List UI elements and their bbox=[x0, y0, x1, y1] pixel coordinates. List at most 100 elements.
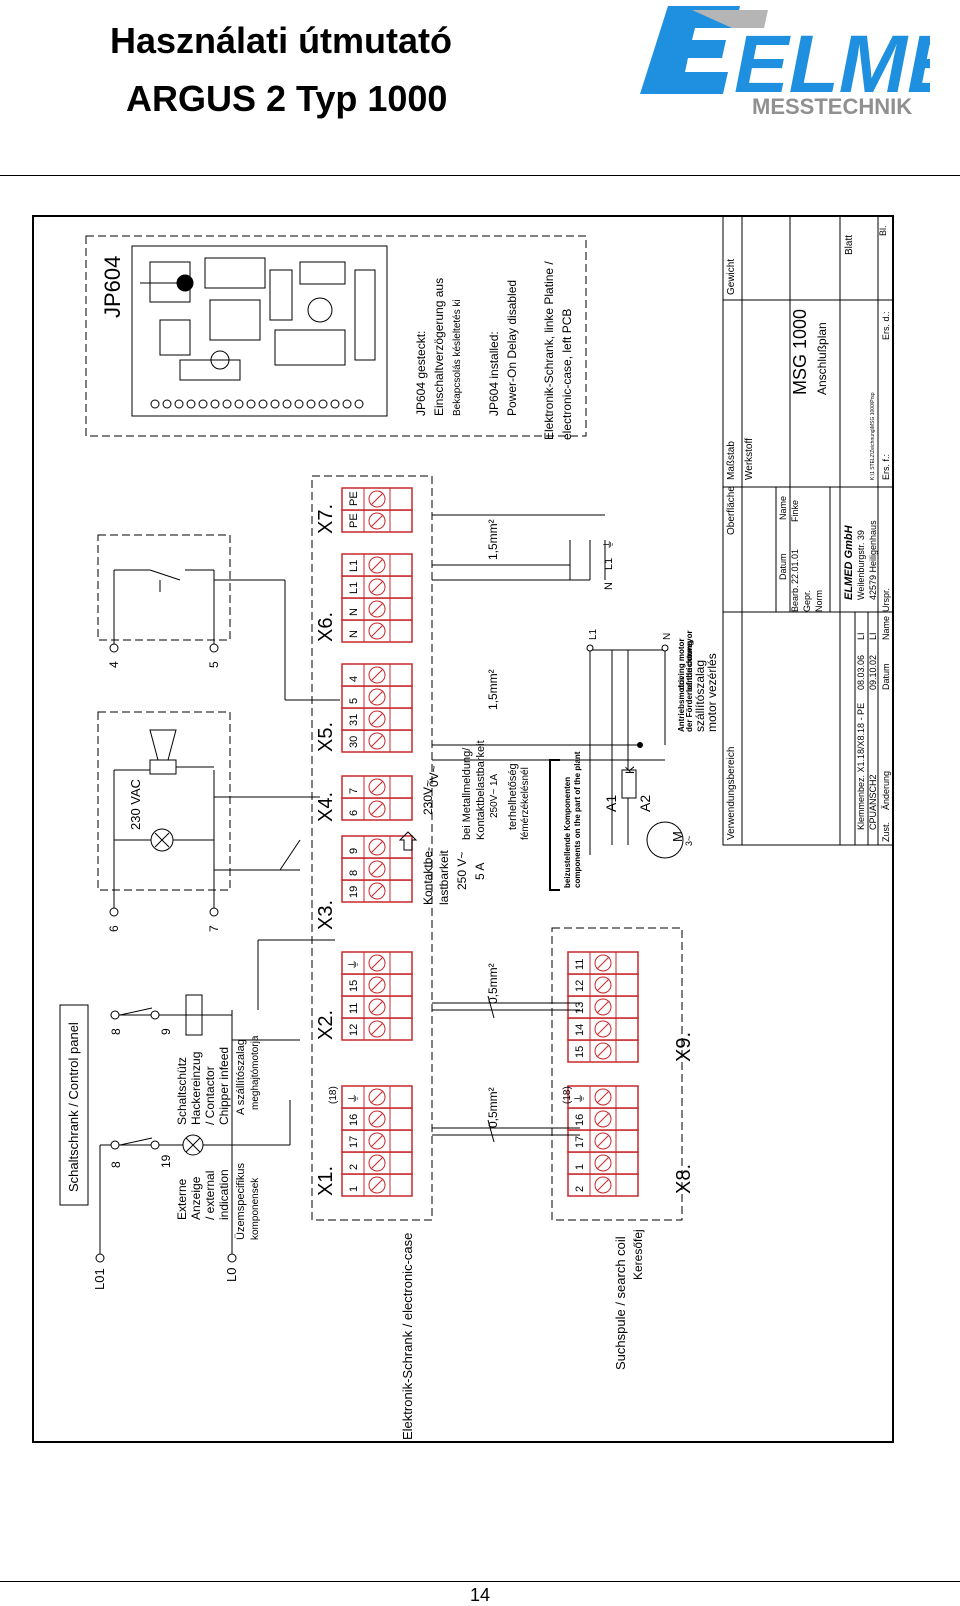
pcb-terminal-row bbox=[150, 399, 364, 409]
terminal-x2-4: ⏚ bbox=[341, 951, 413, 975]
motor-k: K bbox=[623, 766, 637, 774]
terminal-x4-1: 6 bbox=[341, 797, 413, 821]
relay-5: 250V~ 1A bbox=[489, 773, 500, 818]
terminal-x8-5: ⏚ bbox=[567, 1085, 639, 1109]
pcb-terminal bbox=[210, 399, 220, 409]
block-labels: X1. X2. X3. X4. X5. X6. X7. X8. X9. (18)… bbox=[315, 504, 695, 1196]
switch-box bbox=[97, 534, 231, 641]
relay-3: bei Metallmeldung/ bbox=[461, 747, 473, 840]
relay-rating: 230V~ 0V~ bei Metallmeldung/ Kontaktbela… bbox=[421, 740, 531, 840]
tb-material: Werkstoff bbox=[744, 438, 755, 480]
terminal-label: N bbox=[348, 608, 360, 616]
terminal-label: 12 bbox=[348, 1024, 360, 1036]
contact-rating-2: lastbarkeit bbox=[437, 850, 451, 905]
block-id-x5: X5. bbox=[315, 722, 337, 752]
pcb-terminal bbox=[174, 399, 184, 409]
terminal-label: 13 bbox=[574, 1002, 586, 1014]
title-block bbox=[722, 215, 894, 846]
terminal-x7-1: PE bbox=[341, 509, 413, 533]
control-panel-label: Schaltschrank / Control panel bbox=[66, 1022, 81, 1192]
jp604-box bbox=[85, 235, 587, 437]
jp604-label: JP604 bbox=[100, 256, 125, 318]
pcb-terminal bbox=[258, 399, 268, 409]
terminal-label: 9 bbox=[348, 848, 360, 854]
title-block-text: Verwendungsbereich Oberfläche Maßstab We… bbox=[726, 225, 891, 842]
tb-company: ELMED GmbH bbox=[843, 524, 855, 600]
tb-path: K:\1 STELZ\Zeichnung\MSG 1000\Prsp bbox=[870, 392, 876, 480]
terminal-x6-2: N bbox=[341, 597, 413, 621]
terminal-x3-2: 8 bbox=[341, 857, 413, 881]
terminal-label: 19 bbox=[348, 886, 360, 898]
terminal-x9-5: 11 bbox=[567, 951, 639, 975]
footer-rule bbox=[0, 1581, 960, 1582]
panel-term-7: 7 bbox=[207, 925, 221, 932]
ext-ind-1: Externe bbox=[175, 1178, 189, 1220]
terminal-x8-4: 16 bbox=[567, 1107, 639, 1131]
terminal-label: L1 bbox=[348, 582, 360, 594]
relay-2: 0V~ bbox=[427, 765, 441, 787]
power-l1-a: L1 bbox=[588, 628, 599, 640]
block-note-x8: (18) bbox=[562, 1086, 573, 1104]
terminal-label: 7 bbox=[348, 788, 360, 794]
tb-change1-name: LI bbox=[856, 632, 866, 640]
tb-row3-label: Norm bbox=[814, 590, 824, 612]
tb-drawing-name: Anschlußplan bbox=[815, 322, 829, 395]
terminal-x5-1: 30 bbox=[341, 729, 413, 753]
jp-note-5: Power-On Delay disabled bbox=[505, 280, 519, 416]
terminal-x6-1: N bbox=[341, 619, 413, 643]
conveyor-motor-1: A szállítószalag bbox=[235, 1039, 247, 1115]
drive-motor-text: Antriebsmotor der Förderbandrichtung dri… bbox=[677, 630, 719, 732]
drive-5: szállítószalag bbox=[693, 660, 707, 732]
pcb-terminal bbox=[306, 399, 316, 409]
tb-row2-label: Gepr. bbox=[802, 590, 812, 612]
arrow-icon bbox=[398, 831, 418, 851]
motor-a1: A1 bbox=[603, 795, 619, 812]
conveyor-motor-2: meghajtómotorja bbox=[250, 1035, 261, 1110]
terminal-x2-1: 12 bbox=[341, 1017, 413, 1041]
ext-ind-3: / external bbox=[203, 1171, 217, 1220]
pcb-terminal bbox=[282, 399, 292, 409]
terminal-label: 17 bbox=[574, 1136, 586, 1148]
terminal-label: 2 bbox=[574, 1186, 586, 1192]
page-number: 14 bbox=[469, 1585, 491, 1605]
tb-change-head-name: Name bbox=[881, 616, 891, 640]
tb-company-city: 42579 Heiligenhaus bbox=[868, 520, 878, 600]
tb-sheet-of: Bl. bbox=[878, 225, 888, 236]
terminal-label: 14 bbox=[574, 1024, 586, 1036]
mains-input bbox=[432, 514, 606, 581]
horn-lamp-box bbox=[97, 711, 231, 891]
tb-change1: Klemmenbez. X1.18/X8.18 - PE bbox=[856, 703, 866, 830]
tb-use: Verwendungsbereich bbox=[726, 747, 737, 840]
wire-size-3: 1,5mm² bbox=[486, 669, 500, 710]
supply-l01: L01 bbox=[92, 1268, 107, 1290]
terminal-x1-3: 17 bbox=[341, 1129, 413, 1153]
panel-terminals: 8 8 9 19 bbox=[109, 1007, 173, 1168]
terminal-label: 5 bbox=[348, 698, 360, 704]
elmed-logo: ELMED MESSTECHNIK bbox=[640, 6, 930, 119]
plant-side-2: components on the part of the plant bbox=[573, 751, 582, 888]
jp-note-2: Einschaltverzögerung aus bbox=[432, 278, 446, 416]
terminal-blocks: 121716⏚121115⏚198967303154NNL1L1PEPE2117… bbox=[341, 487, 639, 1197]
header-rule bbox=[0, 175, 960, 176]
relay-6: terhelhetőség bbox=[507, 763, 519, 830]
terminal-label: 15 bbox=[574, 1046, 586, 1058]
voltage-230: 230 VAC bbox=[128, 779, 143, 830]
panel-term-8a: 8 bbox=[109, 1161, 123, 1168]
panel-term-4: 4 bbox=[107, 661, 121, 668]
block-note-x1: (18) bbox=[328, 1086, 339, 1104]
pcb-terminal bbox=[342, 399, 352, 409]
terminal-label: 17 bbox=[348, 1136, 360, 1148]
tb-zust: Zust. bbox=[881, 822, 891, 842]
tb-sheet: Blatt bbox=[844, 235, 855, 255]
plant-side-bracket bbox=[549, 759, 560, 891]
terminal-label: ⏚ bbox=[573, 1093, 586, 1104]
motor-m: M bbox=[670, 831, 685, 842]
contact-rating: Kontaktbe- lastbarkeit 250 V~ 5 A bbox=[421, 847, 487, 905]
block-id-x6: X6. bbox=[315, 612, 337, 642]
terminal-label: 15 bbox=[348, 980, 360, 992]
terminal-x9-3: 13 bbox=[567, 995, 639, 1019]
terminal-label: 30 bbox=[348, 736, 360, 748]
pcb-terminal bbox=[198, 399, 208, 409]
terminal-x8-3: 17 bbox=[567, 1129, 639, 1153]
